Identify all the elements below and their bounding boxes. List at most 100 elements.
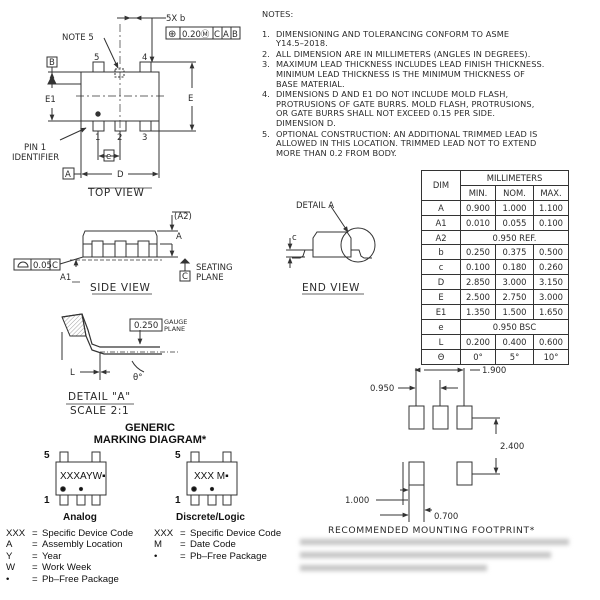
seating-plane-line2: PLANE	[196, 273, 224, 283]
legend-row: Y=Year	[6, 550, 62, 562]
pad-bot-2	[456, 461, 473, 486]
lead-4	[139, 61, 152, 73]
gauge-plane-line1: GAUGE	[164, 318, 187, 326]
legend-key: W	[6, 562, 16, 574]
dim-a2-label: (A2)	[174, 212, 192, 222]
note-item: 4.DIMENSIONS D AND E1 DO NOT INCLUDE MOL…	[262, 89, 597, 128]
marking-title-line1: GENERIC	[124, 422, 176, 434]
table-cell-dim: Θ	[421, 348, 461, 365]
analog-label: Analog	[63, 512, 97, 523]
legend-row: XXX=Specific Device Code	[6, 528, 134, 539]
note5-label: NOTE 5	[62, 33, 94, 43]
lead-1	[92, 120, 105, 132]
legend-key: XXX	[154, 528, 174, 539]
pin-3-number: 3	[142, 133, 147, 143]
table-cell-dim: E1	[421, 304, 461, 320]
flatness-tolerance: 0.05	[33, 261, 52, 271]
discrete-pin-1: 1	[175, 495, 181, 506]
detail-a-scale: SCALE 2:1	[70, 405, 129, 417]
table-cell-min: 0.200	[460, 333, 496, 350]
table-header-nom: NOM.	[495, 184, 534, 201]
pin1-dot	[95, 111, 101, 117]
analog-pin-1: 1	[44, 495, 50, 506]
discrete-device-code: XXX M▪	[194, 471, 229, 482]
detail-a-caption: DETAIL "A"	[68, 391, 131, 403]
table-cell-max: 1.650	[533, 304, 569, 320]
gauge-plane-line2: PLANE	[164, 325, 185, 333]
datum-c-label: C	[182, 272, 188, 282]
legend-key: •	[154, 550, 158, 562]
note-item: 5. OPTIONAL CONSTRUCTION: AN ADDITIONAL T…	[262, 128, 597, 159]
pad-top-3	[456, 405, 473, 430]
obscured-footnote	[300, 534, 592, 588]
note-text: OPTIONAL CONSTRUCTION: AN ADDITIONAL TRI…	[276, 128, 538, 158]
legend-row: •=Pb–Free Package	[6, 573, 119, 585]
note-number: 4.	[262, 89, 271, 100]
footprint-pitch: 0.950	[370, 384, 394, 394]
legend-desc: Specific Device Code	[42, 528, 134, 539]
table-cell-dim: c	[421, 259, 461, 276]
legend-desc: Date Code	[190, 539, 236, 551]
top-view	[46, 15, 241, 189]
side-view-caption: SIDE VIEW	[90, 282, 151, 294]
table-cell-nom: 0.055	[495, 214, 534, 231]
table-header-millimeters: MILLIMETERS	[460, 170, 569, 186]
lead-3	[139, 120, 152, 132]
note-item: 1.DIMENSIONING AND TOLERANCING CONFORM T…	[262, 28, 597, 49]
discrete-label: Discrete/Logic	[176, 512, 245, 523]
table-cell-nom: 1.500	[495, 304, 534, 320]
table-cell-dim: L	[421, 333, 461, 350]
lead-2	[114, 120, 127, 132]
table-cell-max: 10°	[533, 348, 569, 365]
legend-desc: Assembly Location	[42, 539, 123, 551]
side-view	[13, 211, 191, 295]
marking-chips	[55, 451, 238, 506]
table-header-min: MIN.	[460, 184, 496, 201]
table-cell-min: 1.350	[460, 304, 496, 320]
fcf-datum-c: C	[214, 30, 220, 40]
discrete-legend: XXX=Specific Device Code M=Date Code •=P…	[154, 528, 281, 562]
table-cell-min: 0.010	[460, 214, 496, 231]
datum-a-label: A	[65, 170, 71, 180]
datum-b-label: B	[49, 58, 55, 68]
table-header-dim: DIM	[421, 170, 461, 201]
table-cell-nom: 0.375	[495, 244, 534, 261]
legend-desc: Work Week	[42, 562, 92, 574]
notes-title: NOTES:	[262, 9, 294, 19]
table-cell-min: 0.250	[460, 244, 496, 261]
table-cell-min: 2.500	[460, 289, 496, 306]
footprint-height: 2.400	[500, 442, 524, 452]
table-cell-dim: A	[421, 199, 461, 216]
lead-optional	[114, 68, 125, 78]
seating-plane-line1: SEATING	[196, 263, 233, 273]
note-text: DIMENSIONING AND TOLERANCING CONFORM TO …	[276, 28, 510, 49]
footprint-pad-length: 1.000	[345, 496, 369, 506]
fcf-datum-b: B	[232, 30, 238, 40]
legend-desc: Year	[42, 550, 62, 562]
gauge-value: 0.250	[134, 321, 158, 331]
table-cell-dim: e	[421, 318, 461, 335]
end-view-caption: END VIEW	[302, 282, 360, 294]
notes-block: NOTES: 1.DIMENSIONING AND TOLERANCING CO…	[262, 9, 597, 159]
dim-c-label: c	[292, 233, 297, 243]
table-cell-nom: 2.750	[495, 289, 534, 306]
legend-row: XXX=Specific Device Code	[154, 528, 282, 539]
legend-key: XXX	[6, 528, 26, 539]
table-cell-min: 0°	[460, 348, 496, 365]
dim-e-pitch-label: e	[106, 152, 111, 162]
fcf-tolerance: 0.20Ⓜ	[182, 30, 210, 40]
fivex-b-label: 5X b	[166, 14, 185, 24]
legend-key: Y	[6, 550, 13, 562]
note-number: 5.	[262, 128, 271, 139]
detail-a-callout: DETAIL A	[296, 201, 334, 211]
dim-l-label: L	[70, 368, 75, 378]
table-cell-value: 0.950 BSC	[460, 318, 569, 335]
table-cell-min: 0.900	[460, 199, 496, 216]
